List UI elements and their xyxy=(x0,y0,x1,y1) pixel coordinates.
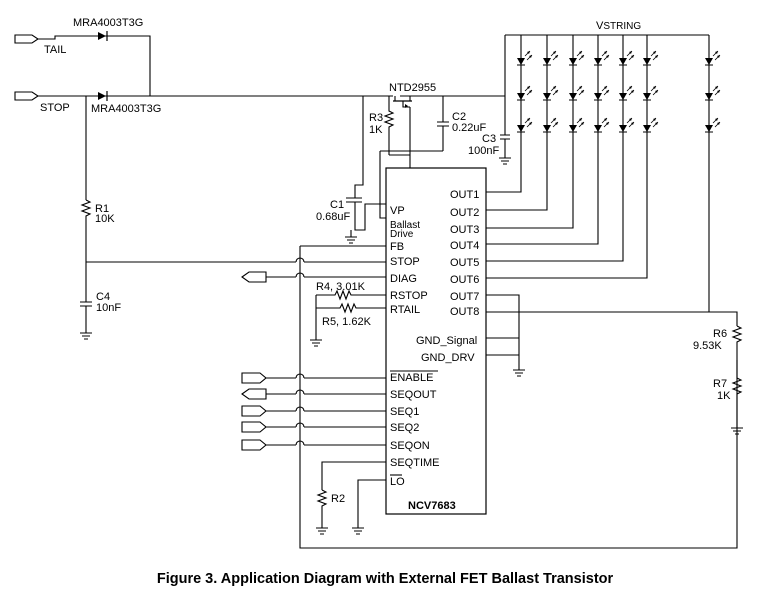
r2-label: R2 xyxy=(331,493,345,505)
pin-seq1: SEQ1 xyxy=(390,406,419,418)
pin-lo: LO xyxy=(390,476,405,488)
pin-out1: OUT1 xyxy=(450,189,479,201)
ic-ncv7683 xyxy=(385,167,487,515)
resistor-r5 xyxy=(316,302,386,314)
pin-rtail: RTAIL xyxy=(390,304,420,316)
c2-label: C2 xyxy=(452,111,466,123)
pin-ballast: Ballast xyxy=(390,220,420,231)
c4-value: 10nF xyxy=(96,302,121,314)
pin-out4: OUT4 xyxy=(450,240,479,252)
r7-label: R7 xyxy=(713,378,727,390)
r4-label: R4, 3.01K xyxy=(316,281,366,293)
resistor-r6 xyxy=(731,325,743,360)
diode-stop xyxy=(98,91,108,101)
c2-value: 0.22uF xyxy=(452,122,487,134)
vstring-label: VSTRING xyxy=(596,20,641,32)
fet-label: NTD2955 xyxy=(389,82,436,94)
capacitor-c1 xyxy=(344,124,386,244)
r7-value: 1K xyxy=(717,390,731,402)
pin-out6: OUT6 xyxy=(450,274,479,286)
resistor-r4 xyxy=(316,289,386,301)
pin-out3: OUT3 xyxy=(450,224,479,236)
pin-vp: VP xyxy=(390,205,405,217)
pin-out7: OUT7 xyxy=(450,291,479,303)
c1-value: 0.68uF xyxy=(316,211,351,223)
pin-seqtime: SEQTIME xyxy=(390,457,440,469)
diode-tail-label: MRA4003T3G xyxy=(73,17,143,29)
pin-out8: OUT8 xyxy=(450,306,479,318)
seq2-connector xyxy=(241,421,267,433)
pin-fb: FB xyxy=(390,241,404,253)
pin-rstop: RSTOP xyxy=(390,290,428,302)
pin-seq2: SEQ2 xyxy=(390,422,419,434)
resistor-r7 xyxy=(730,360,744,435)
pin-diag: DIAG xyxy=(390,273,417,285)
pin-drive: Drive xyxy=(390,229,414,240)
r1-value: 10K xyxy=(95,213,115,225)
pin-seqout: SEQOUT xyxy=(390,389,437,401)
resistor-r3 xyxy=(383,96,395,155)
pin-out2: OUT2 xyxy=(450,207,479,219)
tail-label: TAIL xyxy=(44,44,66,56)
capacitor-c4 xyxy=(79,262,93,340)
pin-out5: OUT5 xyxy=(450,257,479,269)
r3-value: 1K xyxy=(369,124,383,136)
pin-enable: ENABLE xyxy=(390,372,433,384)
led-array xyxy=(486,35,721,313)
seq1-connector xyxy=(241,405,267,417)
tail-connector xyxy=(14,34,39,44)
diode-stop-label: MRA4003T3G xyxy=(91,103,161,115)
r6-value: 9.53K xyxy=(693,340,722,352)
diode-tail xyxy=(98,31,108,41)
r1-label: R1 xyxy=(95,203,109,215)
c3-value: 100nF xyxy=(468,145,499,157)
r6-label: R6 xyxy=(713,328,727,340)
diag-connector xyxy=(241,271,267,283)
fet-ntd2955 xyxy=(363,95,505,155)
resistor-r1 xyxy=(80,199,92,262)
seqout-connector xyxy=(241,388,267,400)
r3-label: R3 xyxy=(369,112,383,124)
capacitor-c2 xyxy=(437,96,449,151)
stop-connector xyxy=(14,91,39,101)
stop-label: STOP xyxy=(40,102,70,114)
r5-label: R5, 1.62K xyxy=(322,316,372,328)
pin-stop: STOP xyxy=(390,256,420,268)
resistor-r2 xyxy=(315,489,329,535)
c4-label: C4 xyxy=(96,291,110,303)
pin-gnd-drv: GND_DRV xyxy=(421,352,475,364)
pin-seqon: SEQON xyxy=(390,440,430,452)
c1-label: C1 xyxy=(330,199,344,211)
c3-label: C3 xyxy=(482,133,496,145)
ic-name: NCV7683 xyxy=(408,500,456,512)
figure-caption: Figure 3. Application Diagram with Exter… xyxy=(157,571,614,587)
enable-connector xyxy=(241,372,267,384)
pin-gnd-signal: GND_Signal xyxy=(416,335,477,347)
seqon-connector xyxy=(241,439,267,451)
